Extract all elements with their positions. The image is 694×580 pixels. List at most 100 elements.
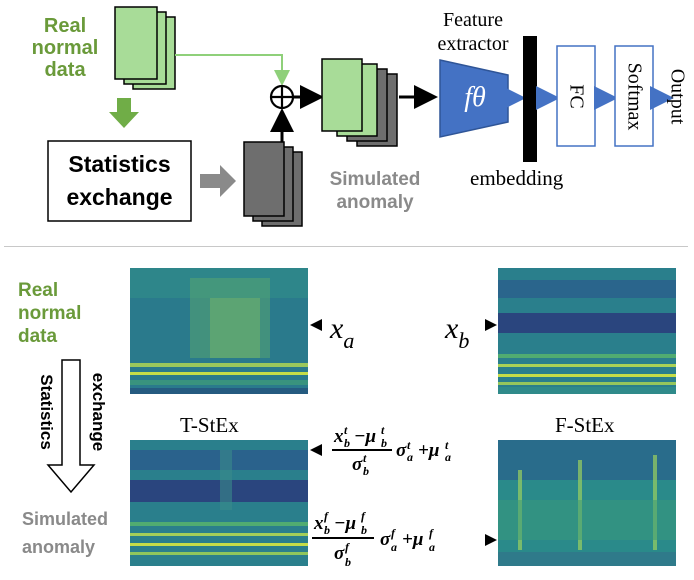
svg-text:b: b [345,555,351,569]
output-label-wrap: Output [658,46,694,146]
add-operator-icon [269,84,295,110]
svg-text:b: b [324,523,330,537]
feature-extractor-shape [439,59,509,138]
label-line: Statistics [68,151,171,177]
label-line: anomaly [22,537,96,557]
svg-text:b: b [344,436,350,450]
svg-text:f: f [324,509,329,523]
spectrogram-t-stex [130,440,308,566]
label-line: normal [31,37,99,59]
xb-label: xb [445,312,469,354]
exchange-vertical-label: exchange [89,372,108,452]
spectrogram-f-stex-svg [498,440,676,566]
xb-subscript: b [458,328,470,353]
exchange-vertical-wrap: exchange [60,358,136,466]
label-line: data [44,59,86,81]
real-normal-data-stack [114,6,176,90]
svg-text:−μ: −μ [334,513,356,534]
xa-label: xa [330,312,354,354]
svg-text:b: b [381,436,387,450]
embedding-bar [523,36,537,162]
svg-text:b: b [363,464,369,478]
gray-right-arrow [200,165,236,197]
xb-symbol: x [445,312,459,345]
svg-text:t: t [381,423,385,437]
section-divider [4,246,688,247]
softmax-label: Softmax [623,62,646,130]
svg-text:t: t [407,438,411,452]
hollow-down-arrow [46,359,96,494]
svg-text:f: f [361,509,366,523]
softmax-box [614,45,654,147]
svg-text:b: b [361,523,367,537]
t-formula-pointer [310,444,322,456]
svg-text:a: a [445,450,451,464]
normal-to-add-connector [175,54,290,86]
svg-text:σ: σ [352,454,363,475]
label-line: Feature [443,9,503,31]
svg-text:σ: σ [380,529,391,550]
simulated-anomaly-stack [243,141,303,227]
f-formula-pointer [485,534,497,546]
top-simulated-anomaly-label: Simulated anomaly [318,168,432,214]
embedding-label: embedding [470,166,564,190]
feature-extractor-label: Feature extractor [425,8,521,56]
xa-symbol: x [330,312,344,345]
label-line: data [18,326,58,347]
softmax-label-wrap: Softmax [615,46,653,146]
label-line: Real [43,15,87,37]
fc-box [556,45,596,147]
spectrogram-xa-svg [130,268,308,394]
label-line: extractor [437,33,509,55]
bottom-real-normal-label: Real normal data [18,279,108,348]
svg-text:σ: σ [334,543,345,564]
t-stex-label: T-StEx [180,413,239,437]
svg-text:σ: σ [396,440,407,461]
svg-text:x: x [333,426,344,447]
mixed-data-stack [321,58,398,147]
spectrogram-xb-svg [498,268,676,394]
label-line: Simulated [329,169,421,190]
statistics-vertical-label: Statistics [37,374,56,450]
svg-text:f: f [345,540,350,554]
svg-text:f: f [391,526,396,540]
spectrogram-xb [498,268,676,394]
statistics-exchange-box [47,140,192,222]
svg-text:f: f [429,526,434,540]
xa-subscript: a [343,328,355,353]
fc-label-wrap: FC [557,46,595,146]
xb-pointer [485,319,497,331]
spectrogram-f-stex [498,440,676,566]
svg-text:t: t [344,423,348,437]
f-theta-label: fθ [464,82,486,113]
svg-text:a: a [391,540,397,554]
svg-text:a: a [429,540,435,554]
output-label: Output [666,68,689,124]
top-real-normal-label: Real normal data [25,15,105,81]
bottom-simulated-anomaly-label: Simulated anomaly [22,505,108,561]
spectrogram-xa [130,268,308,394]
f-stex-label: F-StEx [555,413,615,437]
svg-text:+μ: +μ [402,529,423,550]
svg-text:+μ: +μ [418,440,439,461]
spectrogram-t-stex-svg [130,440,308,566]
statistics-exchange-label: Statistics exchange [48,148,191,214]
svg-text:t: t [363,451,367,465]
svg-text:x: x [313,513,324,534]
svg-text:a: a [407,450,413,464]
label-line: normal [18,303,82,324]
fc-label: FC [565,83,588,109]
svg-text:−μ: −μ [354,426,376,447]
label-line: exchange [66,184,173,210]
label-line: Real [18,280,59,301]
xa-pointer [310,319,322,331]
label-line: anomaly [336,192,414,213]
label-line: Simulated [22,509,109,529]
green-down-arrow [109,98,139,128]
svg-text:t: t [445,438,449,452]
